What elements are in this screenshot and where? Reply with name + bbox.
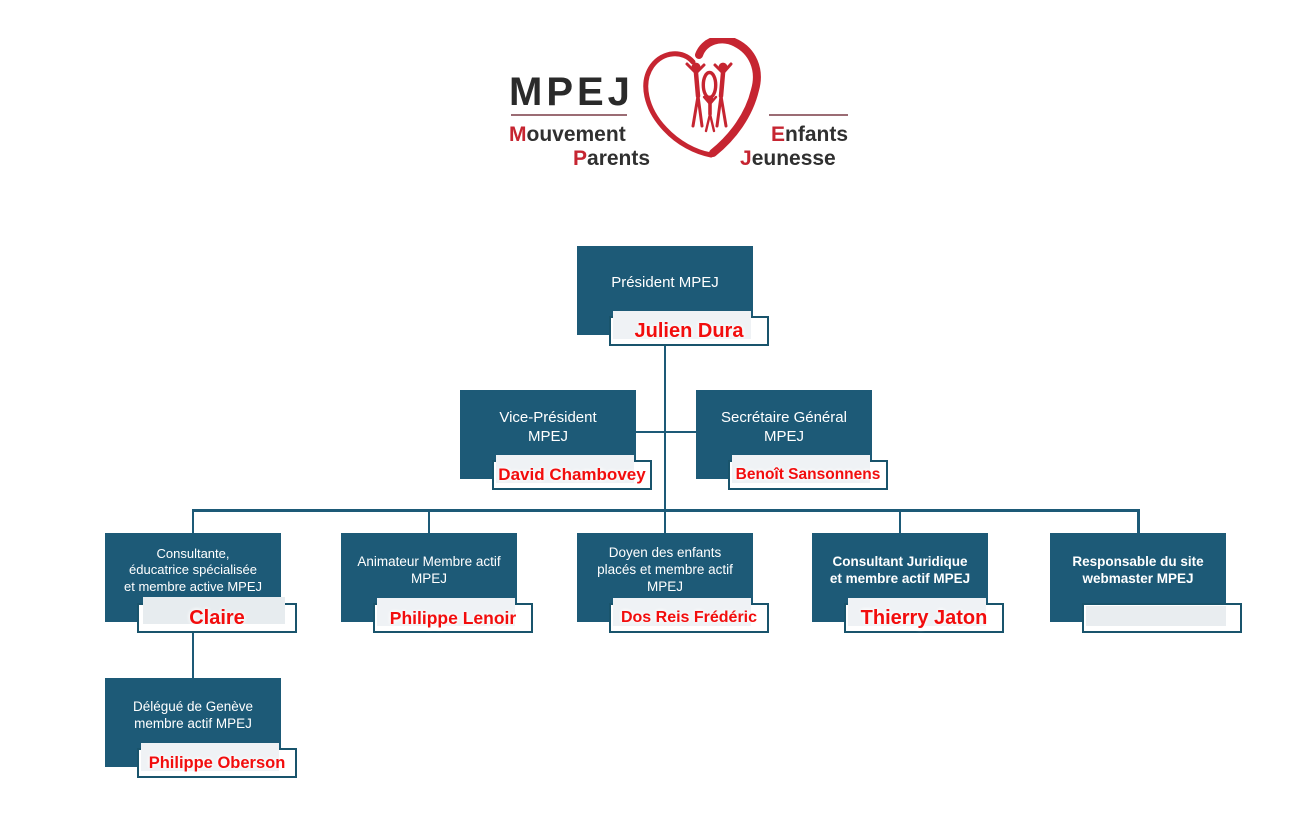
person-name: David Chambovey [498,465,646,484]
role-title: Consultante, éducatrice spécialisée et m… [124,546,262,594]
name-plate: Dos Reis Frédéric [609,598,769,633]
plate-highlight [143,597,285,624]
name-plate: David Chambovey [492,455,652,490]
person-name: Dos Reis Frédéric [620,609,758,626]
plate-highlight [1086,606,1226,626]
org-node-webmaster: Responsable du site webmaster MPEJ [1050,533,1242,655]
logo-word-parents: Parents [573,147,651,170]
plate-highlight [613,598,751,626]
org-node-delegue-geneve: Délégué de Genève membre actif MPEJ Phil… [105,678,297,800]
role-title: Responsable du site webmaster MPEJ [1072,553,1204,586]
plate-highlight [377,598,515,626]
org-node-vice-president: Vice-Président MPEJ David Chambovey [460,390,652,512]
org-node-president: Président MPEJ Julien Dura [577,246,769,368]
logo-wordmark: MPEJ [509,70,634,114]
role-title: Animateur Membre actif MPEJ [357,553,501,586]
role-title: Secrétaire Général MPEJ [721,408,847,445]
connector-stub-webmaster [1137,509,1140,534]
person-name: Philippe Lenoir [389,608,517,628]
name-plate: Benoît Sansonnens [728,455,888,490]
connector-level3-spine [191,509,1139,512]
role-title: Doyen des enfants placés et membre actif… [597,545,733,594]
plate-highlight [141,743,279,771]
org-node-consultant-juridique: Consultant Juridique et membre actif MPE… [812,533,1004,655]
connector-consultante-delegue [191,632,194,678]
role-box: Doyen des enfants placés et membre actif… [577,533,753,622]
role-title: Président MPEJ [611,274,719,292]
person-name: Philippe Oberson [148,754,286,772]
person-name: Thierry Jaton [860,607,988,629]
org-node-doyen: Doyen des enfants placés et membre actif… [577,533,769,655]
name-plate: Claire [137,597,297,633]
logo-underline [511,114,627,116]
role-title: Délégué de Genève membre actif MPEJ [132,698,254,731]
connector-stub-juridique [898,509,901,534]
connector-stub-animateur [427,509,430,534]
name-plate [1082,603,1242,633]
name-plate: Philippe Lenoir [373,598,533,633]
plate-highlight [496,455,634,483]
name-plate: Julien Dura [609,311,769,346]
org-node-secretaire-general: Secrétaire Général MPEJ Benoît Sansonnen… [696,390,888,512]
name-plate: Philippe Oberson [137,743,297,778]
person-name [1084,605,1240,631]
person-name: Benoît Sansonnens [735,466,881,483]
logo-word-jeunesse: Jeunesse [740,147,836,170]
heart-family-icon [643,38,761,158]
connector-stub-consultante [191,509,194,534]
name-plate: Thierry Jaton [844,598,1004,633]
connector-president-down [663,346,666,533]
org-node-consultante: Consultante, éducatrice spécialisée et m… [105,533,297,655]
plate-highlight [848,598,986,626]
logo-word-enfants: Enfants [771,123,849,146]
org-node-animateur: Animateur Membre actif MPEJ Philippe Len… [341,533,533,655]
role-title: Vice-Président MPEJ [499,408,597,445]
plate-highlight [732,455,870,483]
person-name: Julien Dura [634,320,744,342]
logo-overline [769,114,848,116]
logo-word-mouvement: Mouvement [509,123,626,146]
role-title: Consultant Juridique et membre actif MPE… [829,553,971,586]
connector-level2-cross [636,430,696,433]
plate-highlight [613,311,751,339]
person-name: Claire [189,607,245,629]
